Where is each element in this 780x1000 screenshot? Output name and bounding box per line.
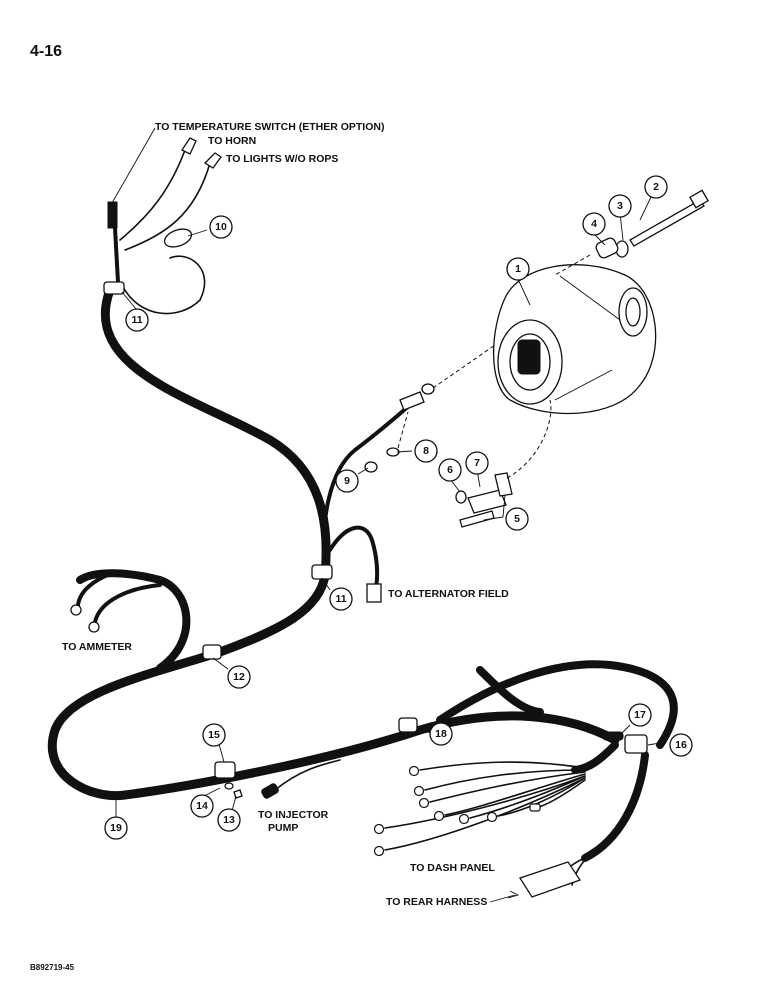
callout-4: 4 <box>582 212 606 236</box>
mounting-hardware <box>311 189 709 603</box>
main-harness <box>48 285 678 862</box>
svg-text:19: 19 <box>110 822 122 834</box>
upper-left-wires <box>103 127 222 315</box>
callout-10: 10 <box>209 215 233 239</box>
label-injector-1: TO INJECTOR <box>258 809 329 821</box>
svg-text:8: 8 <box>423 445 429 457</box>
lights-terminal <box>203 152 222 169</box>
clip-12 <box>202 644 222 660</box>
svg-text:7: 7 <box>474 457 480 469</box>
bracket-plate <box>467 489 507 514</box>
alt-field-plug <box>366 583 382 603</box>
label-dash-panel: TO DASH PANEL <box>410 862 495 874</box>
clip-18 <box>398 717 418 733</box>
horn-terminal <box>181 137 197 155</box>
temp-switch-connector <box>107 201 118 229</box>
svg-text:18: 18 <box>435 728 447 740</box>
callout-19: 19 <box>104 816 128 840</box>
callout-1: 1 <box>506 257 530 281</box>
callout-13: 13 <box>217 808 241 832</box>
label-horn: TO HORN <box>208 135 256 147</box>
bolt-upper <box>494 472 513 497</box>
svg-text:2: 2 <box>653 181 659 193</box>
svg-text:15: 15 <box>208 729 220 741</box>
svg-text:6: 6 <box>447 464 453 476</box>
callout-11-upper: 11 <box>125 308 149 332</box>
callout-7: 7 <box>465 451 489 475</box>
callout-9: 9 <box>335 469 359 493</box>
svg-text:11: 11 <box>131 314 142 326</box>
dash-panel-fan <box>373 761 586 857</box>
figure-code: B892719-45 <box>30 963 75 972</box>
callout-18: 18 <box>429 722 453 746</box>
rear-connector <box>519 861 582 898</box>
svg-text:14: 14 <box>196 800 208 812</box>
clip-15 <box>214 761 236 779</box>
harness-clips <box>202 644 648 799</box>
spacer <box>595 237 619 259</box>
callout-6: 6 <box>438 458 462 482</box>
clip-16 <box>624 734 648 754</box>
callout-11-lower: 11 <box>329 587 353 611</box>
svg-text:3: 3 <box>617 200 623 212</box>
harness-clip-mid <box>311 564 333 580</box>
callout-8: 8 <box>414 439 438 463</box>
ammeter-leads <box>70 572 162 633</box>
svg-text:12: 12 <box>233 671 245 683</box>
wire-tie <box>163 228 193 248</box>
callout-16: 16 <box>669 733 693 757</box>
tie-17 <box>602 731 624 741</box>
svg-text:4: 4 <box>591 218 597 230</box>
svg-text:5: 5 <box>514 513 520 525</box>
label-temp-switch: TO TEMPERATURE SWITCH (ETHER OPTION) <box>155 121 384 133</box>
label-alt-field: TO ALTERNATOR FIELD <box>388 588 509 600</box>
callout-17: 17 <box>628 703 652 727</box>
harness-clip-upper <box>103 281 125 295</box>
bolt-long <box>629 199 705 247</box>
svg-text:16: 16 <box>675 739 687 751</box>
svg-text:10: 10 <box>215 221 227 233</box>
label-rear-harness: TO REAR HARNESS <box>386 896 487 908</box>
label-injector-2: PUMP <box>268 822 298 834</box>
svg-text:11: 11 <box>335 593 346 605</box>
svg-text:9: 9 <box>344 475 350 487</box>
callout-3: 3 <box>608 194 632 218</box>
rear-harness <box>489 857 586 903</box>
callout-2: 2 <box>644 175 668 199</box>
injector-lead <box>261 759 341 799</box>
label-ammeter: TO AMMETER <box>62 641 132 653</box>
alternator <box>492 264 657 415</box>
callout-15: 15 <box>202 723 226 747</box>
label-lights: TO LIGHTS W/O ROPS <box>226 153 338 165</box>
callout-5: 5 <box>505 507 529 531</box>
svg-text:1: 1 <box>515 263 521 275</box>
callout-14: 14 <box>190 794 214 818</box>
callout-12: 12 <box>227 665 251 689</box>
svg-text:13: 13 <box>223 814 235 826</box>
svg-text:17: 17 <box>634 709 646 721</box>
page-number: 4-16 <box>30 43 62 60</box>
